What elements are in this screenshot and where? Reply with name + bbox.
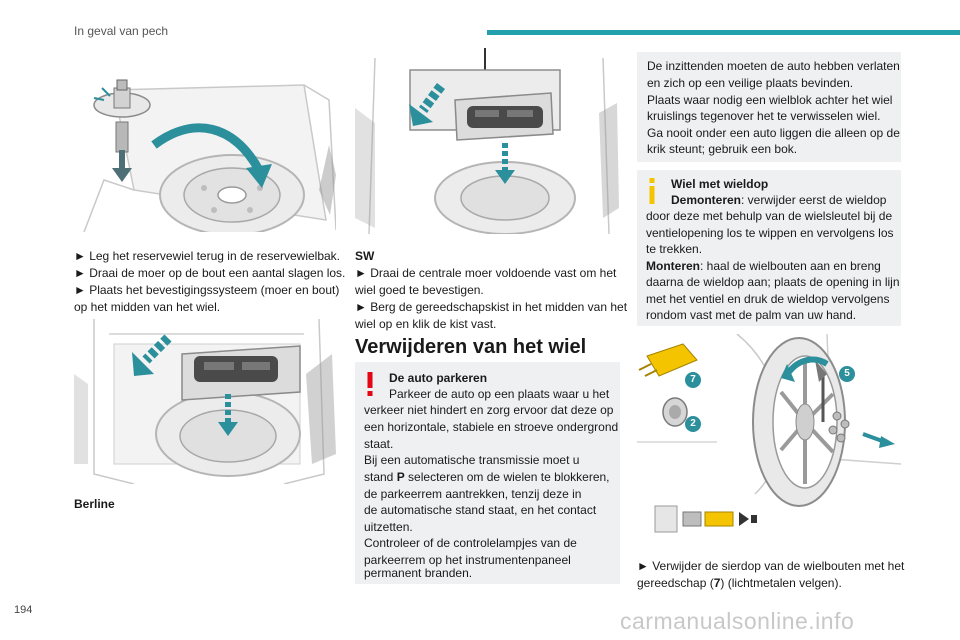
bottom-key: 7 (713, 576, 721, 590)
exclamation-icon (367, 372, 373, 396)
warning-line-1: Parkeer de auto op een plaats waar u het (389, 387, 610, 401)
demonteren-label: Demonteren (671, 193, 742, 207)
col1-step-3-cont: op het midden van het wiel. (74, 300, 221, 314)
monteren-label: Monteren (646, 259, 700, 273)
info-demonteren: Demonteren: verwijder eerst de wieldop (671, 192, 886, 209)
marker-2: 2 (685, 416, 701, 432)
info-line-3: te trekken. (646, 242, 703, 256)
bottom-suffix: ) (lichtmetalen velgen). (720, 576, 842, 590)
warning-line-10: parkeerrem op het instrumentenpaneel (364, 553, 571, 567)
info-line-2: ventielopening los te wippen en vervolge… (646, 226, 894, 240)
section-title: Verwijderen van het wiel (355, 336, 587, 358)
sw-line-2: wiel goed te bevestigen. (355, 283, 484, 297)
marker-5: 5 (839, 366, 855, 382)
demonteren-text: : verwijder eerst de wieldop (741, 193, 887, 207)
info-monteren: Monteren: haal de wielbouten aan en bren… (646, 258, 881, 275)
col3-bottom-line-2: gereedschap (7) (lichtmetalen velgen). (637, 575, 842, 592)
marker-7: 7 (685, 372, 701, 388)
running-header: In geval van pech (74, 24, 169, 38)
safety-line-6: krik steunt; gebruik een bok. (647, 142, 798, 156)
warning-line-7: de automatische stand staat, en het cont… (364, 503, 597, 517)
warning-title: De auto parkeren (389, 371, 488, 385)
figure-spare-wheel-nut (74, 60, 336, 232)
warning-line-9: Controleer of de controlelampjes van de (364, 536, 577, 550)
col3-bottom-line-1: ► Verwijder de sierdop van de wielbouten… (637, 559, 905, 573)
sw-line-4: wiel op en klik de kist vast. (355, 317, 497, 331)
warning-line-4: staat. (364, 437, 394, 451)
info-title: Wiel met wieldop (671, 177, 769, 191)
figure-wheel-removal: 7 5 2 (637, 334, 901, 544)
safety-line-4: kruislings tegenover het te verwisselen … (647, 109, 881, 123)
watermark: carmanualsonline.info (620, 608, 855, 634)
sw-label: SW (355, 249, 375, 263)
warning-line-8: uitzetten. (364, 520, 413, 534)
warning-line-3: een horizontale, stabiele en stroeve ond… (364, 420, 619, 434)
safety-box: De inzittenden moeten de auto hebben ver… (637, 52, 901, 162)
warning-line-11: permanent branden. (364, 566, 473, 580)
info-line-6: rondom vast met de palm van uw hand. (646, 308, 857, 322)
sw-line-1: ► Draai de centrale moer voldoende vast … (355, 266, 617, 280)
safety-line-2: en zich op een veilige plaats bevinden. (647, 76, 854, 90)
stand-prefix: stand (364, 470, 397, 484)
warning-line-5: Bij een automatische transmissie moet u (364, 453, 580, 467)
stand-suffix: selecteren om de wielen te blokkeren, (404, 470, 610, 484)
figure-toolbox-berline (74, 314, 336, 484)
col1-step-1: ► Leg het reservewiel terug in de reserv… (74, 249, 341, 263)
monteren-text: : haal de wielbouten aan en breng (700, 259, 881, 273)
info-line-1: door deze met behulp van de wielsleutel … (646, 209, 893, 223)
info-box: Wiel met wieldop Demonteren: verwijder e… (637, 170, 901, 326)
safety-line-3: Plaats waar nodig een wielblok achter he… (647, 93, 893, 107)
sw-line-3: ► Berg de gereedschapskist in het midden… (355, 300, 628, 314)
page-number: 194 (14, 604, 33, 616)
col1-step-2: ► Draai de moer op de bout een aantal sl… (74, 266, 346, 280)
col1-step-3: ► Plaats het bevestigingssysteem (moer e… (74, 283, 340, 297)
figure-caption-berline: Berline (74, 497, 115, 511)
stand-key: P (396, 470, 405, 484)
info-line-4: daarna de wieldop aan; plaats de opening… (646, 275, 900, 289)
header-accent-bar (487, 30, 960, 35)
safety-line-5: Ga nooit onder een auto liggen die allee… (647, 126, 900, 140)
warning-line-2: verkeer niet hindert en zorg ervoor dat … (364, 403, 614, 417)
info-line-5: met het ventiel en druk de wieldop vervo… (646, 292, 890, 306)
warning-line-stand: stand P selecteren om de wielen te blokk… (364, 469, 610, 486)
safety-line-1: De inzittenden moeten de auto hebben ver… (647, 59, 900, 73)
warning-line-6: de parkeerrem aantrekken, tenzij deze in (364, 487, 582, 501)
bottom-prefix: gereedschap ( (637, 576, 714, 590)
warning-box: De auto parkeren Parkeer de auto op een … (355, 362, 620, 584)
info-icon (649, 178, 655, 204)
figure-toolbox-sw (355, 48, 619, 234)
